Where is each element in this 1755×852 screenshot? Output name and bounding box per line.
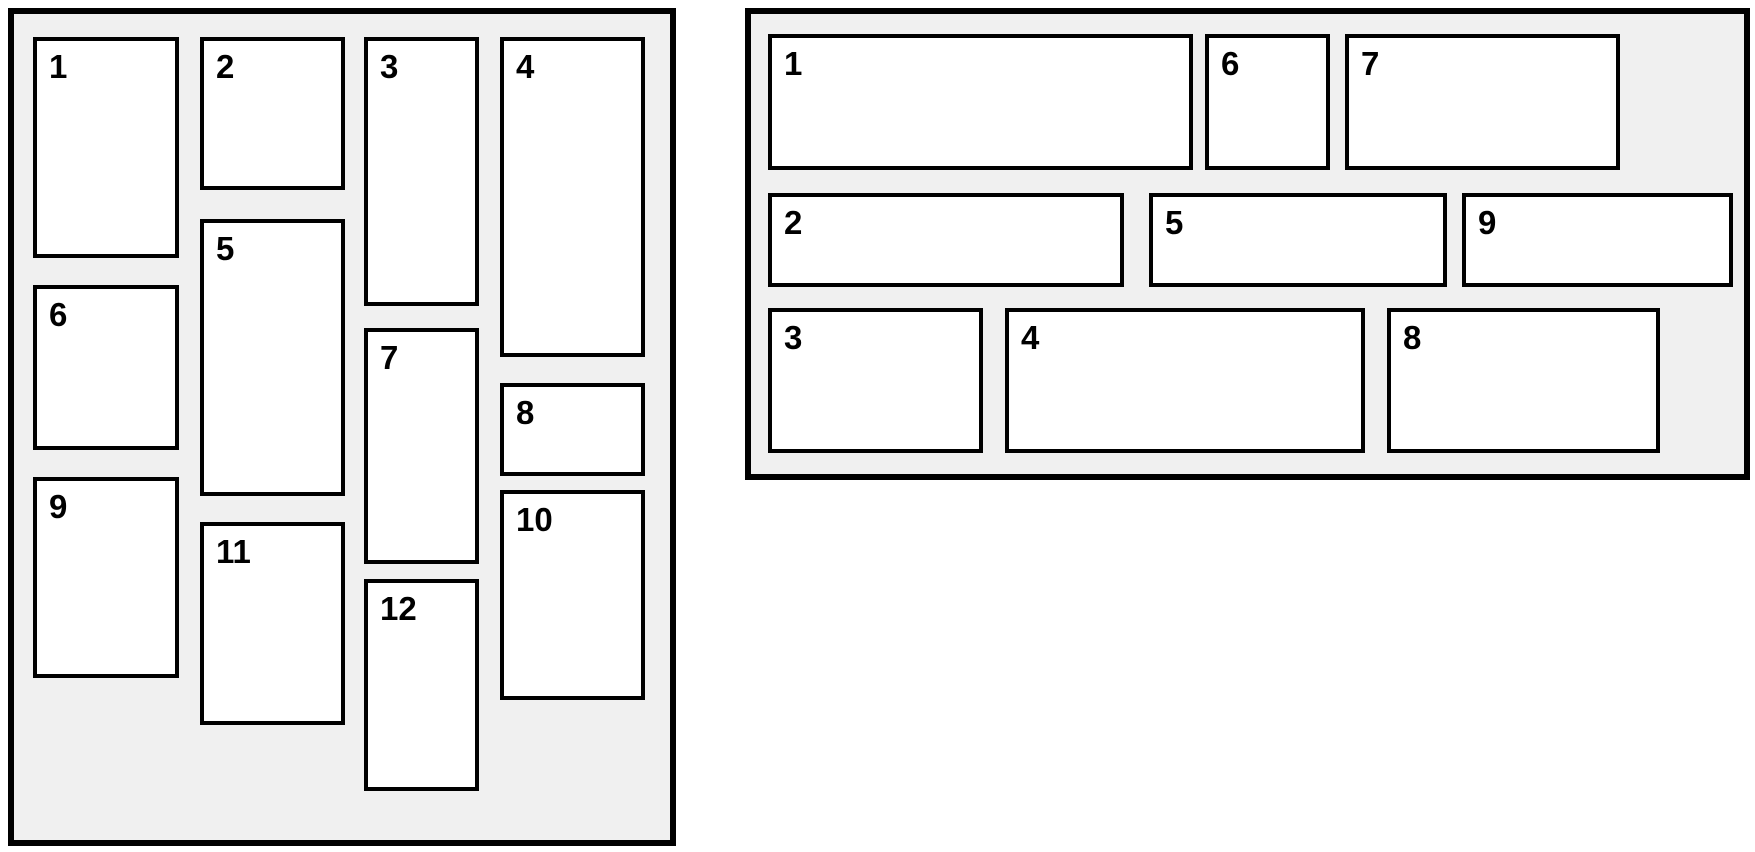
masonry-item-9: 9 — [1462, 193, 1733, 287]
masonry-item-1: 1 — [768, 34, 1193, 170]
masonry-item-7: 7 — [364, 328, 479, 564]
item-number-label: 8 — [516, 394, 535, 431]
masonry-item-2: 2 — [768, 193, 1124, 287]
masonry-item-4: 4 — [500, 37, 645, 357]
masonry-item-5: 5 — [200, 219, 345, 496]
item-number-label: 7 — [380, 339, 399, 376]
masonry-item-5: 5 — [1149, 193, 1447, 287]
masonry-item-9: 9 — [33, 477, 179, 678]
item-number-label: 8 — [1403, 319, 1422, 356]
item-number-label: 5 — [1165, 204, 1184, 241]
item-number-label: 1 — [49, 48, 68, 85]
masonry-item-7: 7 — [1345, 34, 1620, 170]
item-number-label: 9 — [1478, 204, 1497, 241]
item-number-label: 3 — [380, 48, 399, 85]
masonry-item-11: 11 — [200, 522, 345, 725]
item-number-label: 5 — [216, 230, 235, 267]
item-number-label: 4 — [1021, 319, 1040, 356]
item-number-label: 12 — [380, 590, 417, 627]
item-number-label: 3 — [784, 319, 803, 356]
masonry-item-1: 1 — [33, 37, 179, 258]
item-number-label: 11 — [216, 533, 251, 570]
masonry-item-3: 3 — [768, 308, 983, 453]
item-number-label: 6 — [1221, 45, 1240, 82]
item-number-label: 4 — [516, 48, 535, 85]
masonry-item-8: 8 — [500, 383, 645, 476]
masonry-item-3: 3 — [364, 37, 479, 306]
masonry-item-6: 6 — [33, 285, 179, 450]
item-number-label: 2 — [216, 48, 235, 85]
item-number-label: 9 — [49, 488, 68, 525]
masonry-item-2: 2 — [200, 37, 345, 190]
masonry-item-6: 6 — [1205, 34, 1330, 170]
masonry-item-10: 10 — [500, 490, 645, 700]
item-number-label: 2 — [784, 204, 803, 241]
masonry-item-8: 8 — [1387, 308, 1660, 453]
masonry-rows-panel: 1 6 7 2 5 9 3 4 8 — [745, 8, 1750, 480]
masonry-item-12: 12 — [364, 579, 479, 791]
item-number-label: 6 — [49, 296, 68, 333]
item-number-label: 1 — [784, 45, 803, 82]
item-number-label: 7 — [1361, 45, 1380, 82]
masonry-columns-panel: 1 2 3 4 5 6 7 8 9 10 11 12 — [8, 8, 676, 846]
masonry-item-4: 4 — [1005, 308, 1365, 453]
item-number-label: 10 — [516, 501, 553, 538]
